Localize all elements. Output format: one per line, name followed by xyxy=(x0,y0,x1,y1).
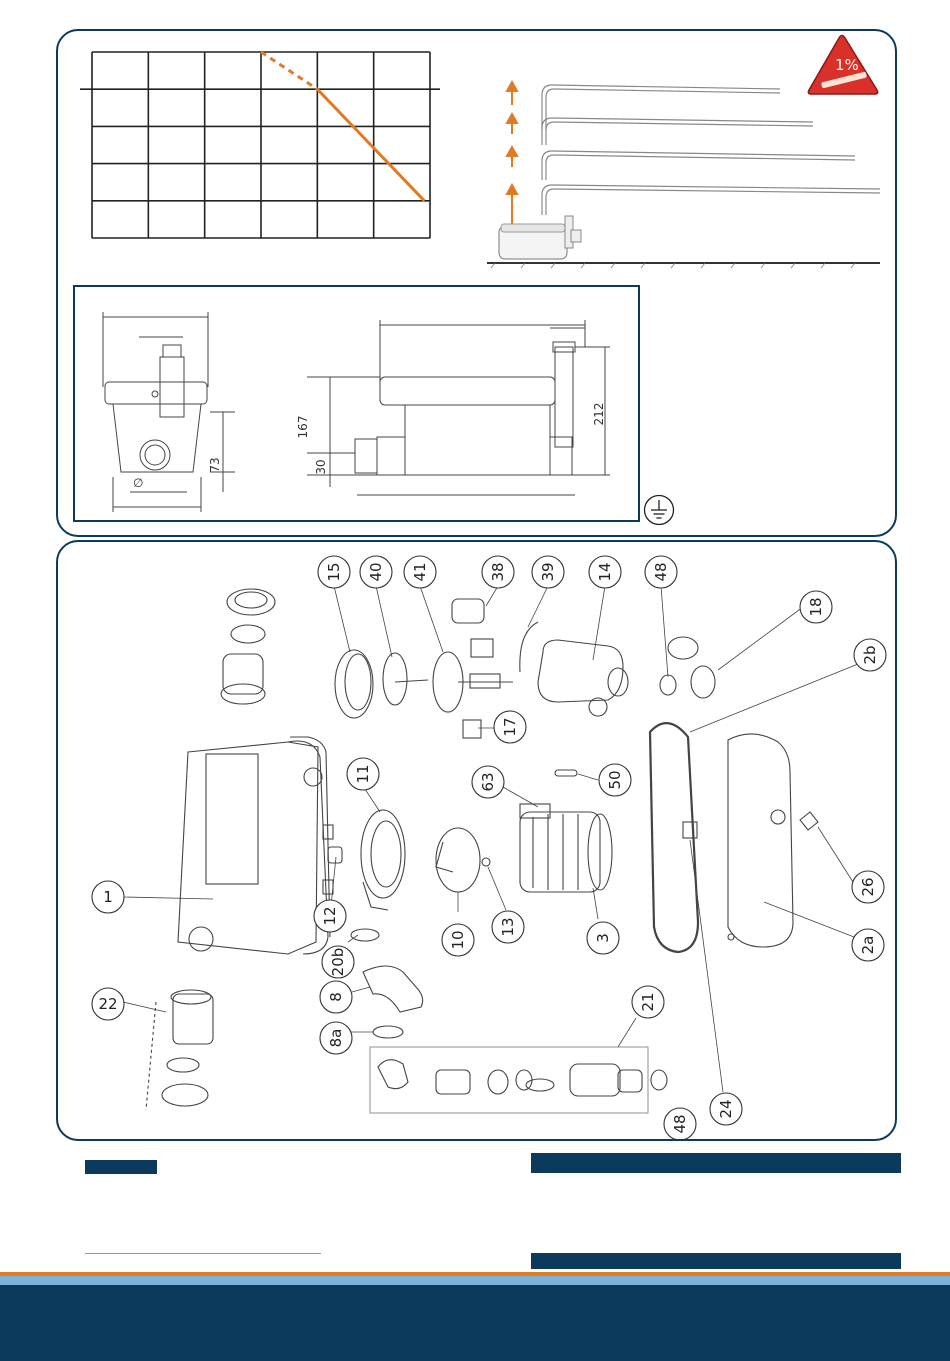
dim-height-inlet: 73 xyxy=(208,457,222,472)
discharge-pipes xyxy=(542,85,880,215)
callout-label: 13 xyxy=(499,917,517,936)
footer-stripe-blue xyxy=(0,1276,950,1285)
dim-height-body: 167 xyxy=(296,416,310,439)
dim-height-base: 30 xyxy=(314,459,328,474)
callout-label: 1 xyxy=(103,888,113,906)
section-header-left xyxy=(85,1160,157,1174)
callout-label: 20b xyxy=(329,948,347,977)
dimension-drawings: 73 ∅ 167 30 212 xyxy=(75,287,638,520)
slope-diagram: 1% xyxy=(485,30,895,275)
callout-label: 3 xyxy=(594,933,612,943)
callout-label: 40 xyxy=(367,562,385,581)
callout-label: 41 xyxy=(411,562,429,581)
callout-label: 24 xyxy=(717,1099,735,1118)
section-footer-right xyxy=(531,1253,901,1269)
callout-label: 11 xyxy=(354,764,372,783)
section-header-right xyxy=(531,1153,901,1173)
callout-label: 14 xyxy=(596,562,614,581)
curve-segment-solid xyxy=(317,89,424,201)
lift-arrows xyxy=(507,82,517,226)
dim-height-total: 212 xyxy=(592,403,606,426)
earth-ground-icon xyxy=(642,493,676,527)
callout-label: 38 xyxy=(489,562,507,581)
callout-label: 8a xyxy=(327,1029,345,1048)
slope-badge-text: 1% xyxy=(835,56,859,74)
side-view xyxy=(307,320,610,495)
callout-label: 2a xyxy=(859,936,877,955)
callout-label: 39 xyxy=(539,562,557,581)
page-footer xyxy=(0,1272,950,1361)
callout-label: 50 xyxy=(606,770,624,789)
callout-label: 8 xyxy=(327,992,345,1002)
callout-label: 26 xyxy=(859,877,877,896)
callout-label: 2b xyxy=(861,645,879,664)
dim-diameter-symbol: ∅ xyxy=(133,476,143,490)
signature-line xyxy=(85,1253,321,1254)
callout-label: 48 xyxy=(671,1114,689,1133)
callout-label: 17 xyxy=(501,717,519,736)
performance-chart xyxy=(80,45,450,245)
callout-label: 63 xyxy=(479,772,497,791)
callout-layer: 15 40 41 38 39 14 48 18 2b 17 11 63 50 1 12 20b 10 13 3 26 2… xyxy=(58,542,895,1139)
callout-label: 48 xyxy=(652,562,670,581)
callout-label: 12 xyxy=(321,906,339,925)
callout-label: 22 xyxy=(98,995,117,1013)
curve-segment-dashed xyxy=(261,52,317,89)
callout-label: 10 xyxy=(449,930,467,949)
callout-label: 15 xyxy=(325,562,343,581)
callout-label: 21 xyxy=(639,992,657,1011)
callout-label: 18 xyxy=(807,597,825,616)
front-view xyxy=(103,312,235,512)
